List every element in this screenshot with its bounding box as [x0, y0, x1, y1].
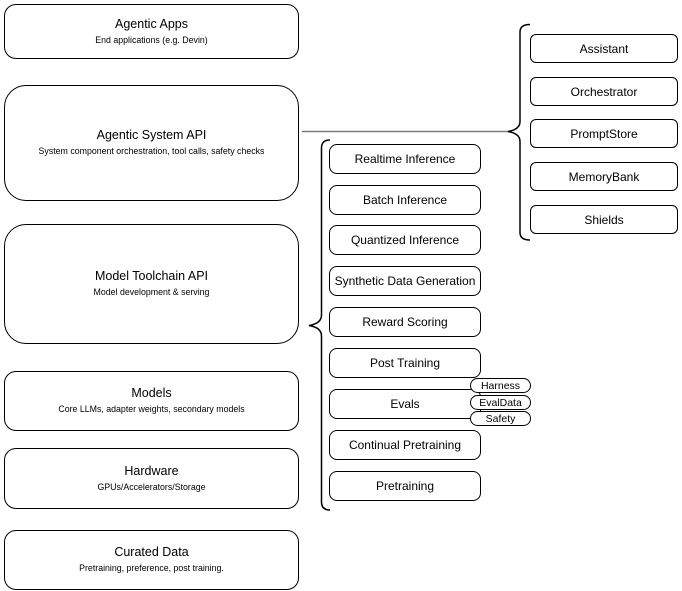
node-label: Realtime Inference: [354, 152, 456, 166]
chip-label: Harness: [480, 379, 521, 392]
system-bracket: [507, 23, 531, 241]
node-subtitle: Model development & serving: [93, 287, 210, 298]
node-subtitle: Pretraining, preference, post training.: [79, 563, 224, 574]
node-hardware: Hardware GPUs/Accelerators/Storage: [4, 448, 299, 509]
node-label: Quantized Inference: [350, 233, 460, 247]
chip-evaldata: EvalData: [470, 395, 531, 410]
node-post-training: Post Training: [329, 348, 481, 378]
node-title: Model Toolchain API: [94, 269, 209, 284]
node-title: Agentic Apps: [115, 16, 188, 31]
chip-harness: Harness: [470, 378, 531, 393]
node-agentic-system-api: Agentic System API System component orch…: [4, 85, 299, 201]
node-pretraining: Pretraining: [329, 471, 481, 501]
node-continual-pretraining: Continual Pretraining: [329, 430, 481, 460]
node-subtitle: GPUs/Accelerators/Storage: [97, 481, 206, 492]
chip-label: Safety: [485, 412, 516, 425]
node-promptstore: PromptStore: [530, 119, 678, 148]
node-quantized-inference: Quantized Inference: [329, 225, 481, 255]
node-orchestrator: Orchestrator: [530, 77, 678, 106]
node-label: Shields: [584, 212, 624, 227]
chip-safety: Safety: [470, 411, 531, 426]
node-memorybank: MemoryBank: [530, 162, 678, 191]
node-evals: Evals: [329, 389, 481, 419]
node-subtitle: Core LLMs, adapter weights, secondary mo…: [58, 404, 245, 415]
chip-label: EvalData: [479, 396, 522, 409]
node-label: Synthetic Data Generation: [334, 274, 476, 288]
node-subtitle: System component orchestration, tool cal…: [38, 146, 265, 157]
node-reward-scoring: Reward Scoring: [329, 307, 481, 337]
toolchain-bracket: [308, 139, 331, 511]
node-assistant: Assistant: [530, 34, 678, 63]
node-label: Pretraining: [375, 479, 435, 493]
node-label: Reward Scoring: [362, 315, 448, 329]
node-label: Continual Pretraining: [348, 438, 462, 452]
node-subtitle: End applications (e.g. Devin): [95, 34, 208, 45]
node-realtime-inference: Realtime Inference: [329, 144, 481, 174]
node-label: Post Training: [369, 356, 441, 370]
node-title: Curated Data: [114, 545, 189, 560]
node-title: Models: [131, 386, 172, 401]
node-label: Assistant: [579, 41, 629, 56]
node-curated-data: Curated Data Pretraining, preference, po…: [4, 530, 299, 590]
node-label: Batch Inference: [362, 193, 448, 207]
node-agentic-apps: Agentic Apps End applications (e.g. Devi…: [4, 4, 299, 59]
node-label: MemoryBank: [568, 169, 640, 184]
node-title: Hardware: [124, 463, 179, 478]
node-models: Models Core LLMs, adapter weights, secon…: [4, 371, 299, 431]
node-synthetic-data-generation: Synthetic Data Generation: [329, 266, 481, 296]
node-title: Agentic System API: [96, 128, 207, 143]
node-label: Orchestrator: [570, 84, 638, 99]
node-model-toolchain-api: Model Toolchain API Model development & …: [4, 224, 299, 344]
node-label: Evals: [390, 397, 420, 411]
node-shields: Shields: [530, 205, 678, 234]
node-batch-inference: Batch Inference: [329, 185, 481, 215]
node-label: PromptStore: [570, 126, 638, 141]
